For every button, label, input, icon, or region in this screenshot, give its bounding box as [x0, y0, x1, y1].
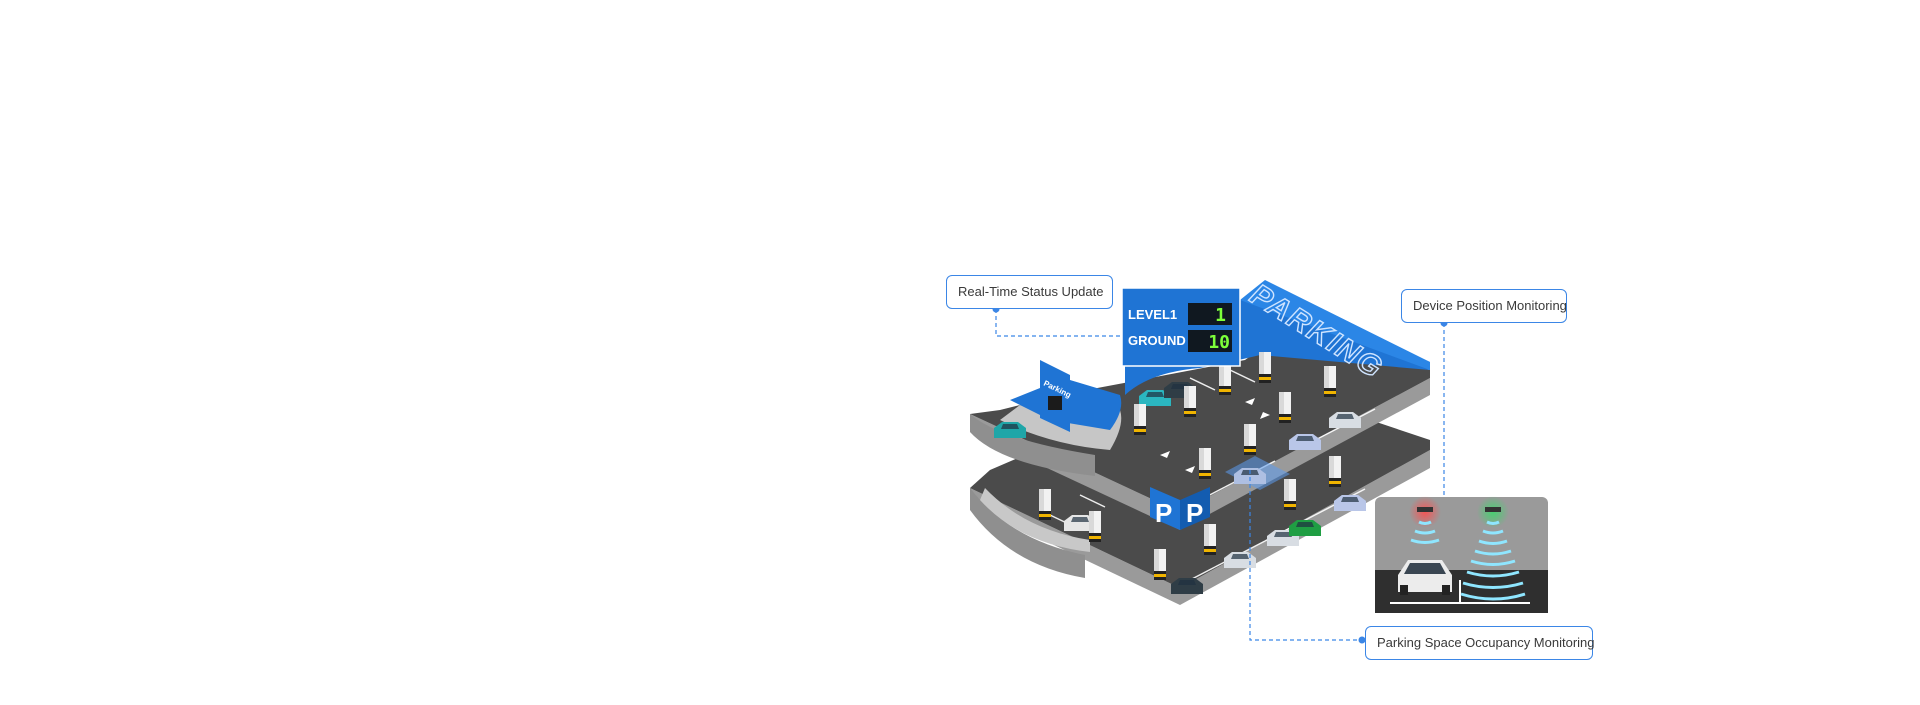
sensor-device-left	[1417, 507, 1433, 512]
upper-roof-edge	[1240, 280, 1430, 370]
callout-occupancy-monitoring: Parking Space Occupancy Monitoring	[1365, 626, 1595, 660]
entrance-p-sign: P P	[1150, 487, 1210, 530]
status-sign: LEVEL1 1 GROUND 10	[1121, 287, 1241, 367]
callout-status-update: Real-Time Status Update	[946, 275, 1113, 309]
upper-floor	[970, 342, 1430, 512]
connector-status	[995, 309, 1122, 337]
connector-occupancy	[1249, 470, 1362, 641]
small-parking-sign: Parking	[1010, 360, 1122, 432]
sign-ground-label: GROUND	[1128, 333, 1186, 348]
sensor-waves-right	[1460, 520, 1526, 601]
sensor-device-right	[1485, 507, 1501, 512]
sign-level1-count: 1	[1215, 305, 1226, 326]
ground-ramp-top	[980, 488, 1090, 552]
ground-ramp	[970, 488, 1085, 578]
sign-level1-label: LEVEL1	[1128, 307, 1177, 322]
entrance-p-right: P	[1186, 498, 1203, 528]
entrance-p-left: P	[1155, 498, 1172, 528]
upper-back-wall	[1125, 288, 1430, 395]
sensor-car	[1398, 560, 1452, 595]
upper-direction-arrows	[1160, 398, 1270, 473]
sensor-waves-left	[1410, 520, 1440, 544]
connector-lines	[995, 309, 1445, 641]
sensor-inset	[1375, 496, 1548, 613]
upper-ramp	[970, 414, 1095, 476]
connector-occupancy-dot	[1358, 636, 1366, 644]
sign-ground-count: 10	[1208, 332, 1230, 353]
callout-device-position: Device Position Monitoring	[1401, 289, 1567, 323]
